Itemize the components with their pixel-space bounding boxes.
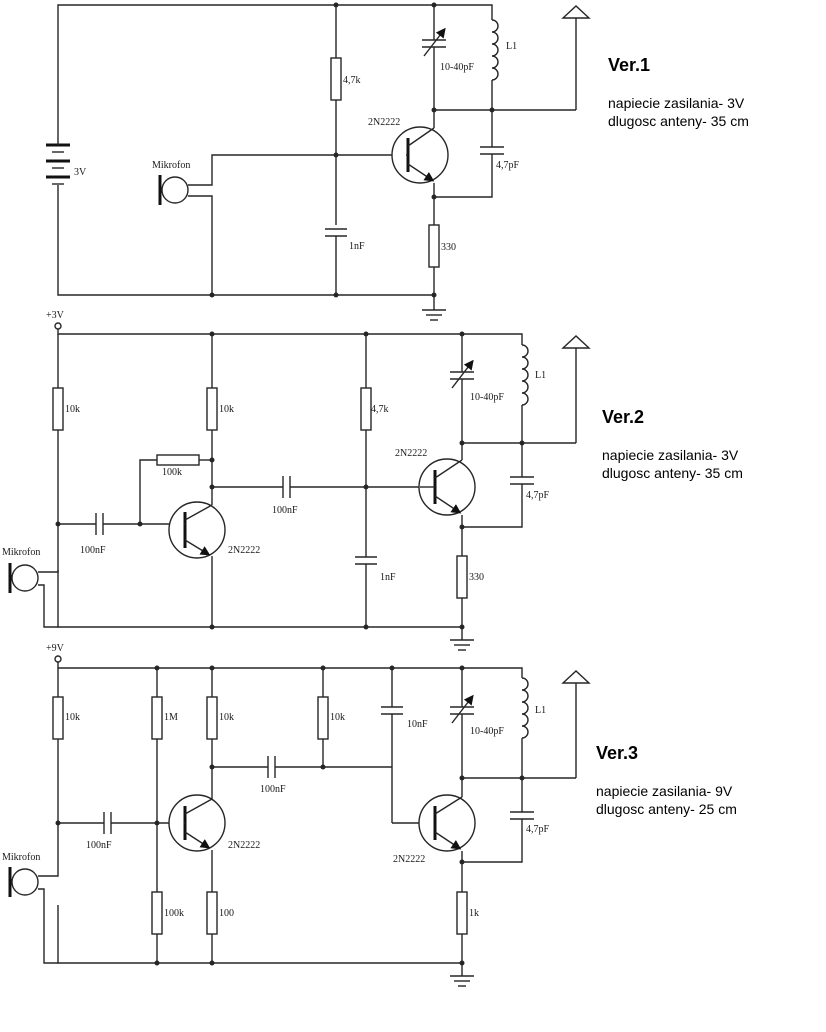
label-t1: 2N2222 [228, 545, 260, 556]
label-vcc: +9V [46, 643, 65, 654]
label-vcc: +3V [46, 310, 65, 321]
vcc-terminal [54, 322, 62, 330]
label-c-feedback: 4,7pF [496, 160, 520, 171]
label-coil: L1 [506, 41, 517, 52]
ver3-info: Ver.3 napiecie zasilania- 9V dlugosc ant… [596, 743, 737, 818]
ver3-antenna: dlugosc anteny- 25 cm [596, 801, 737, 817]
microphone-symbol [158, 175, 189, 205]
label-r-b2: 10k [330, 712, 345, 723]
label-mic: Mikrofon [152, 160, 190, 171]
ver1-antenna: dlugosc anteny- 35 cm [608, 113, 749, 129]
label-c-in: 100nF [86, 840, 112, 851]
transistor-t2 [418, 794, 476, 852]
label-c-couple: 100nF [272, 505, 298, 516]
label-r-fb: 100k [162, 467, 182, 478]
ver1-supply: napiecie zasilania- 3V [608, 95, 745, 111]
ver1-info: Ver.1 napiecie zasilania- 3V dlugosc ant… [608, 55, 749, 130]
transistor-t1 [168, 794, 226, 852]
resistor-1m [151, 696, 163, 740]
label-r-1m: 1M [164, 712, 178, 723]
resistor-100 [206, 891, 218, 935]
ver3-supply: napiecie zasilania- 9V [596, 783, 733, 799]
microphone-symbol [8, 563, 39, 593]
antenna-symbol [561, 5, 591, 19]
label-trimmer: 10-40pF [470, 392, 504, 403]
label-c-in: 100nF [80, 545, 106, 556]
label-mic: Mikrofon [2, 852, 40, 863]
label-c-couple: 100nF [260, 784, 286, 795]
label-c-feedback: 4,7pF [526, 824, 550, 835]
transistor-t2 [418, 458, 476, 516]
ver3-title: Ver.3 [596, 743, 639, 763]
label-c-base: 1nF [349, 241, 365, 252]
label-r-emitter: 330 [469, 572, 484, 583]
resistor-r1 [52, 696, 64, 740]
resistor-330 [456, 555, 468, 599]
resistor-rb2 [317, 696, 329, 740]
ground-symbol [422, 309, 446, 321]
label-r1: 10k [65, 712, 80, 723]
ver2-antenna: dlugosc anteny- 35 cm [602, 465, 743, 481]
circuit-ver1: 3V 4,7k 1nF Mikrofon 2N2222 [46, 2, 591, 321]
label-c-10n: 10nF [407, 719, 428, 730]
label-coil: L1 [535, 370, 546, 381]
label-r-100k: 100k [164, 908, 184, 919]
label-t1: 2N2222 [228, 840, 260, 851]
ground-symbol [450, 975, 474, 987]
label-c-base: 1nF [380, 572, 396, 583]
label-r-base: 4,7k [371, 404, 389, 415]
transistor-t1 [168, 501, 226, 559]
ver2-title: Ver.2 [602, 407, 645, 427]
resistor-1k [456, 891, 468, 935]
label-t2: 2N2222 [395, 448, 427, 459]
circuit-ver2: +3V 10k 10k 100k Mikrofon 100nF [2, 310, 591, 651]
circuit-ver3: +9V 10k 1M 100k 10k Mikrofon 100nF [2, 643, 591, 987]
resistor-4k7 [330, 57, 342, 101]
ver2-info: Ver.2 napiecie zasilania- 3V dlugosc ant… [602, 407, 743, 482]
antenna-symbol [561, 335, 591, 349]
resistor-4k7 [360, 387, 372, 431]
label-r1: 10k [65, 404, 80, 415]
resistor-330 [428, 224, 440, 268]
label-r-emitter: 330 [441, 242, 456, 253]
label-trimmer: 10-40pF [470, 726, 504, 737]
label-coil: L1 [535, 705, 546, 716]
label-r-base: 4,7k [343, 75, 361, 86]
transistor-2n2222 [391, 126, 449, 184]
label-t2: 2N2222 [393, 854, 425, 865]
label-r2: 10k [219, 404, 234, 415]
label-r-100: 100 [219, 908, 234, 919]
label-c-feedback: 4,7pF [526, 490, 550, 501]
resistor-100k [156, 454, 200, 466]
ver2-supply: napiecie zasilania- 3V [602, 447, 739, 463]
label-transistor: 2N2222 [368, 117, 400, 128]
resistor-rc1 [206, 696, 218, 740]
coil-l1 [521, 344, 529, 406]
battery-symbol [46, 140, 70, 185]
vcc-terminal [54, 655, 62, 663]
label-battery: 3V [74, 167, 87, 178]
ver1-title: Ver.1 [608, 55, 651, 75]
coil-l1 [491, 19, 499, 81]
label-mic: Mikrofon [2, 547, 40, 558]
resistor-100k [151, 891, 163, 935]
resistor-r2 [206, 387, 218, 431]
ground-symbol [450, 639, 474, 651]
label-r-e2: 1k [469, 908, 479, 919]
antenna-symbol [561, 670, 591, 684]
microphone-symbol [8, 867, 39, 897]
label-trimmer: 10-40pF [440, 62, 474, 73]
coil-l1 [521, 677, 529, 739]
resistor-r1 [52, 387, 64, 431]
label-r-c1: 10k [219, 712, 234, 723]
